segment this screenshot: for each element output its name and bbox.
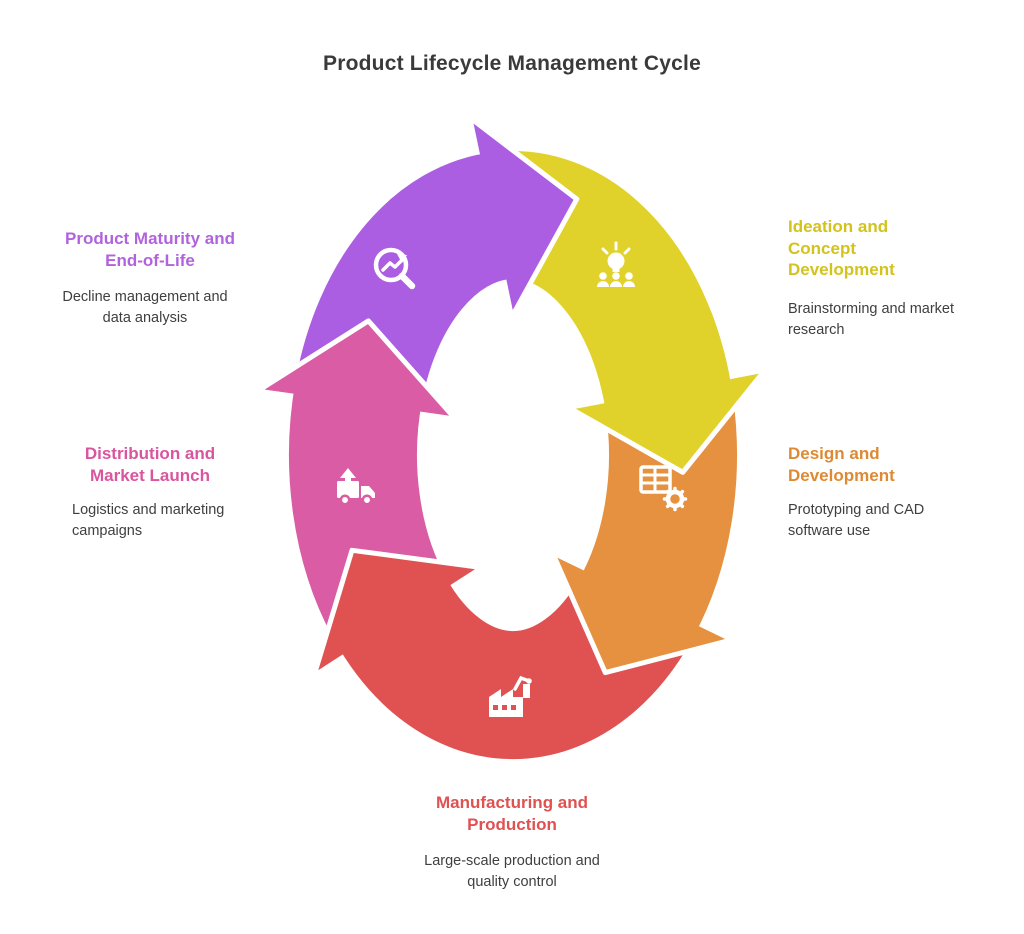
stage-description-ideation: Brainstorming and market research [788,301,955,339]
cad-gear-icon [639,465,688,512]
stage-title-ideation: Ideation and Concept Development [788,217,895,280]
stage-description-manufacturing: Large-scale production and quality contr… [424,853,600,891]
trend-magnifier-icon [373,247,416,290]
page-title: Product Lifecycle Management Cycle [323,52,701,75]
stage-title-design: Design and Development [788,444,895,485]
ideation-band-end-patch [591,312,733,416]
stage-title-manufacturing: Manufacturing and Production [435,793,589,834]
factory-icon [489,675,532,717]
stage-title-maturity: Product Maturity and End-of-Life [64,229,235,270]
lightbulb-team-icon [597,241,635,287]
delivery-truck-icon [337,468,375,506]
stage-description-maturity: Decline management and data analysis [62,289,228,327]
stage-description-design: Prototyping and CAD software use [788,502,925,540]
stage-title-distribution: Distribution and Market Launch [84,444,216,485]
stage-description-distribution: Logistics and marketing campaigns [72,502,225,540]
